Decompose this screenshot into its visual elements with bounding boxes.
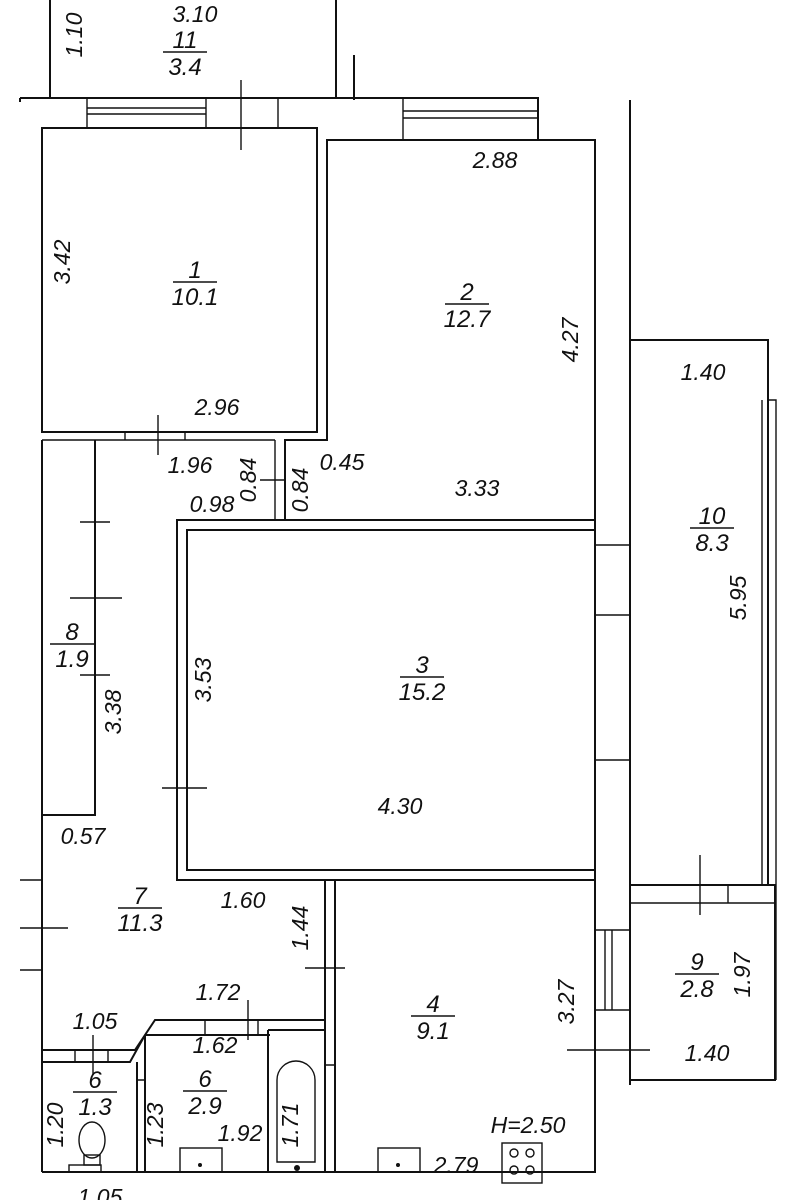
room-number: 9 xyxy=(690,949,703,976)
dimension-label: 1.10 xyxy=(61,12,87,57)
dimension-label: 2.88 xyxy=(472,147,518,173)
room-number: 11 xyxy=(173,27,198,54)
dimension-label: 0.57 xyxy=(61,823,107,849)
dimension-label: 1.40 xyxy=(685,1040,730,1066)
dimension-label: 1.60 xyxy=(221,887,266,913)
room-area: 12.7 xyxy=(444,306,492,333)
room-number: 7 xyxy=(133,883,148,910)
room-number: 8 xyxy=(65,619,79,646)
room-number: 3 xyxy=(415,652,429,679)
dimension-label: 3.33 xyxy=(455,475,500,501)
room-number: 6 xyxy=(198,1066,212,1093)
room-area: 2.8 xyxy=(679,976,714,1003)
dimension-label: 3.38 xyxy=(100,689,126,734)
room-number: 2 xyxy=(459,279,473,306)
dimension-label: 3.27 xyxy=(553,978,579,1024)
dimension-label: H=2.50 xyxy=(491,1112,566,1138)
dimension-label: 1.44 xyxy=(287,906,313,951)
toilet-icon xyxy=(68,1121,106,1173)
walls xyxy=(19,0,777,1173)
dimension-label: 1.97 xyxy=(729,951,755,997)
sink-icon xyxy=(179,1147,223,1173)
bathtub-icon xyxy=(276,1060,316,1171)
room-area: 9.1 xyxy=(416,1018,449,1045)
dimension-label: 2.79 xyxy=(433,1152,479,1178)
dimension-label: 1.71 xyxy=(277,1103,303,1148)
dimension-label: 1.23 xyxy=(142,1102,168,1147)
room-area: 11.3 xyxy=(118,910,164,937)
room-number: 10 xyxy=(699,503,726,530)
room-area: 10.1 xyxy=(172,284,219,311)
dimension-label: 1.62 xyxy=(193,1032,238,1058)
dimension-label: 1.40 xyxy=(681,359,726,385)
stove-icon xyxy=(501,1142,543,1184)
dimension-label: 0.98 xyxy=(190,491,235,517)
fixtures xyxy=(68,1060,543,1184)
dimension-label: 3.42 xyxy=(49,239,75,284)
dimension-label: 5.95 xyxy=(725,575,751,620)
dimension-label: 1.72 xyxy=(196,979,241,1005)
room-area: 2.9 xyxy=(187,1093,221,1120)
dimension-label: 0.45 xyxy=(320,449,365,475)
room-area: 3.4 xyxy=(168,54,201,81)
dimension-label: 1.05 xyxy=(73,1008,118,1034)
dimension-label: 1.05 xyxy=(78,1184,123,1200)
dimension-label: 3.53 xyxy=(190,657,216,702)
room-area: 8.3 xyxy=(695,530,729,557)
dimension-label: 1.92 xyxy=(218,1120,263,1146)
dimension-label: 0.84 xyxy=(235,458,261,503)
room-number: 6 xyxy=(88,1067,102,1094)
kitchen-sink-icon xyxy=(377,1147,421,1173)
room-area: 1.3 xyxy=(78,1094,112,1121)
room-area: 1.9 xyxy=(55,646,88,673)
dimension-label: 2.96 xyxy=(194,394,240,420)
dimension-label: 4.30 xyxy=(378,793,423,819)
dimension-label: 1.20 xyxy=(42,1102,68,1147)
dimension-label: 1.96 xyxy=(168,452,213,478)
room-number: 1 xyxy=(188,257,201,284)
dimension-label: 0.84 xyxy=(287,468,313,513)
dimension-label: 3.10 xyxy=(173,1,218,27)
room-number: 4 xyxy=(426,991,439,1018)
room-area: 15.2 xyxy=(399,679,446,706)
dimension-label: 4.27 xyxy=(557,316,583,362)
